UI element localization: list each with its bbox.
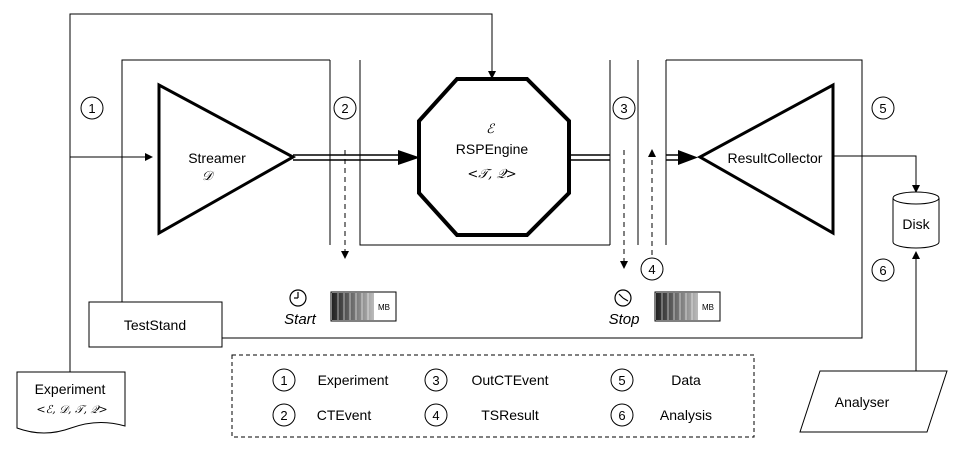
marker-6: 6 [871,258,895,282]
engine-to-pipe-line [569,154,610,161]
svg-text:5: 5 [879,101,886,116]
stop-clock-icon [614,289,632,307]
marker-2: 2 [333,96,357,120]
legend-item-ctevent: 2 CTEvent [272,403,372,427]
legend-item-outctevent: 3 OutCTEvent [424,368,549,392]
collector-label: ResultCollector [728,150,823,166]
svg-text:Analysis: Analysis [660,407,712,423]
pipe-ctevent [329,60,361,259]
engine-label: RSPEngine [456,141,529,157]
collector-to-disk-arrow [833,155,920,193]
svg-text:1: 1 [280,373,287,388]
experiment-tuple: <ℰ, 𝒟, 𝒯, 𝒬> [36,403,107,416]
start-clock-icon [289,289,307,307]
svg-text:OutCTEvent: OutCTEvent [471,372,548,388]
legend: 1 Experiment 3 OutCTEvent 5 Data 2 CTEve… [231,354,755,438]
analyser-label: Analyser [835,394,890,410]
legend-item-experiment: 1 Experiment [272,368,389,392]
stop-unit: MB [702,303,714,312]
svg-text:1: 1 [88,101,95,116]
disk[interactable] [892,191,940,249]
streamer[interactable] [157,82,297,236]
stop-label: Stop [609,311,640,328]
svg-text:2: 2 [341,101,348,116]
engine-tuple: <𝒯, 𝒬> [467,167,516,182]
marker-4: 4 [640,257,664,281]
rsp-engine[interactable] [417,77,571,237]
svg-text:5: 5 [618,373,625,388]
svg-text:6: 6 [618,408,625,423]
experiment-label: Experiment [35,381,106,397]
pipe-outctevent [609,60,667,269]
svg-text:4: 4 [648,262,655,277]
svg-text:Data: Data [671,372,701,388]
result-collector[interactable] [696,82,835,236]
legend-item-analysis: 6 Analysis [610,403,712,427]
svg-text:CTEvent: CTEvent [317,407,372,423]
start-label: Start [284,311,317,328]
legend-item-data: 5 Data [610,368,701,392]
stream-to-engine-arrow [293,150,420,165]
streamer-symbol: 𝒟 [202,169,215,184]
teststand-label: TestStand [124,317,186,333]
teststand[interactable] [88,301,223,348]
svg-text:TSResult: TSResult [481,407,539,423]
start-unit: MB [378,303,390,312]
marker-1: 1 [80,96,104,120]
svg-text:2: 2 [280,408,287,423]
disk-label: Disk [902,216,930,232]
svg-text:3: 3 [620,101,627,116]
stop-memory-gauge: MB [654,291,721,322]
marker-3: 3 [612,96,636,120]
svg-text:Experiment: Experiment [318,372,389,388]
svg-text:6: 6 [879,263,886,278]
legend-item-tsresult: 4 TSResult [424,403,539,427]
experiment-document[interactable] [16,371,126,434]
pipe-to-collector-arrow [666,150,698,165]
start-memory-gauge: MB [330,291,397,322]
engine-symbol: ℰ [486,122,495,137]
marker-5: 5 [871,96,895,120]
streamer-label: Streamer [188,150,246,166]
experiment-to-engine-line [69,13,496,372]
svg-text:3: 3 [432,373,439,388]
analyser[interactable] [799,370,948,433]
svg-text:4: 4 [432,408,439,423]
